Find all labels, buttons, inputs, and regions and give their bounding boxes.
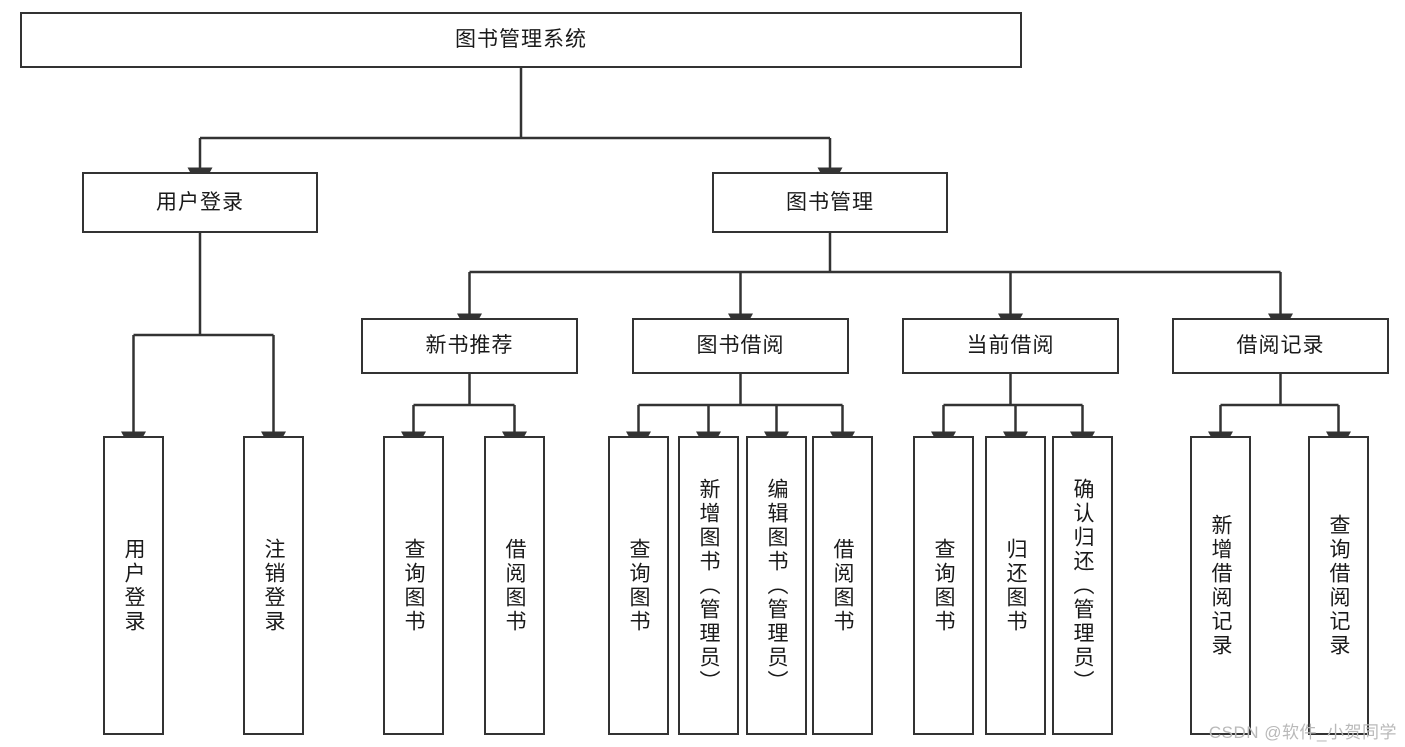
node-leaf-bb-borrow[interactable]: 借阅图书	[812, 436, 873, 735]
node-root-system[interactable]: 图书管理系统	[20, 12, 1022, 68]
node-leaf-logout[interactable]: 注销登录	[243, 436, 304, 735]
node-label: 借阅图书	[831, 537, 855, 634]
node-label: 图书管理	[786, 190, 874, 214]
node-label: 图书管理系统	[455, 28, 587, 52]
node-label: 用户登录	[122, 537, 146, 634]
node-label: 查询图书	[402, 537, 426, 634]
node-book-management[interactable]: 图书管理	[712, 172, 948, 233]
node-label: 查询图书	[627, 537, 651, 634]
node-leaf-br-query[interactable]: 查询借阅记录	[1308, 436, 1369, 735]
node-leaf-br-add[interactable]: 新增借阅记录	[1190, 436, 1251, 735]
node-label: 注销登录	[262, 537, 286, 634]
node-label: 确认归还（管理员）	[1071, 477, 1095, 694]
node-leaf-cb-return[interactable]: 归还图书	[985, 436, 1046, 735]
node-label: 借阅图书	[503, 537, 527, 634]
node-label: 借阅记录	[1236, 334, 1325, 358]
node-current-borrow[interactable]: 当前借阅	[902, 318, 1119, 374]
node-label: 归还图书	[1004, 537, 1028, 634]
node-book-borrow[interactable]: 图书借阅	[632, 318, 849, 374]
node-label: 当前借阅	[966, 334, 1055, 358]
node-new-book-recommend[interactable]: 新书推荐	[361, 318, 578, 374]
watermark-text: CSDN @软件_小贺同学	[1208, 723, 1397, 742]
node-leaf-user-login[interactable]: 用户登录	[103, 436, 164, 735]
node-label: 用户登录	[156, 190, 244, 214]
node-leaf-cb-confirm[interactable]: 确认归还（管理员）	[1052, 436, 1113, 735]
node-leaf-rec-borrow[interactable]: 借阅图书	[484, 436, 545, 735]
node-label: 图书借阅	[696, 334, 785, 358]
node-label: 新书推荐	[425, 334, 514, 358]
node-user-login[interactable]: 用户登录	[82, 172, 318, 233]
node-label: 编辑图书（管理员）	[765, 477, 789, 694]
node-leaf-rec-query[interactable]: 查询图书	[383, 436, 444, 735]
node-leaf-bb-edit[interactable]: 编辑图书（管理员）	[746, 436, 807, 735]
node-label: 新增借阅记录	[1209, 513, 1233, 658]
node-leaf-cb-query[interactable]: 查询图书	[913, 436, 974, 735]
node-label: 新增图书（管理员）	[697, 477, 721, 694]
node-leaf-bb-add[interactable]: 新增图书（管理员）	[678, 436, 739, 735]
node-label: 查询图书	[932, 537, 956, 634]
edge-paths	[121, 68, 1351, 454]
node-leaf-bb-query[interactable]: 查询图书	[608, 436, 669, 735]
node-label: 查询借阅记录	[1327, 513, 1351, 658]
node-borrow-record[interactable]: 借阅记录	[1172, 318, 1389, 374]
